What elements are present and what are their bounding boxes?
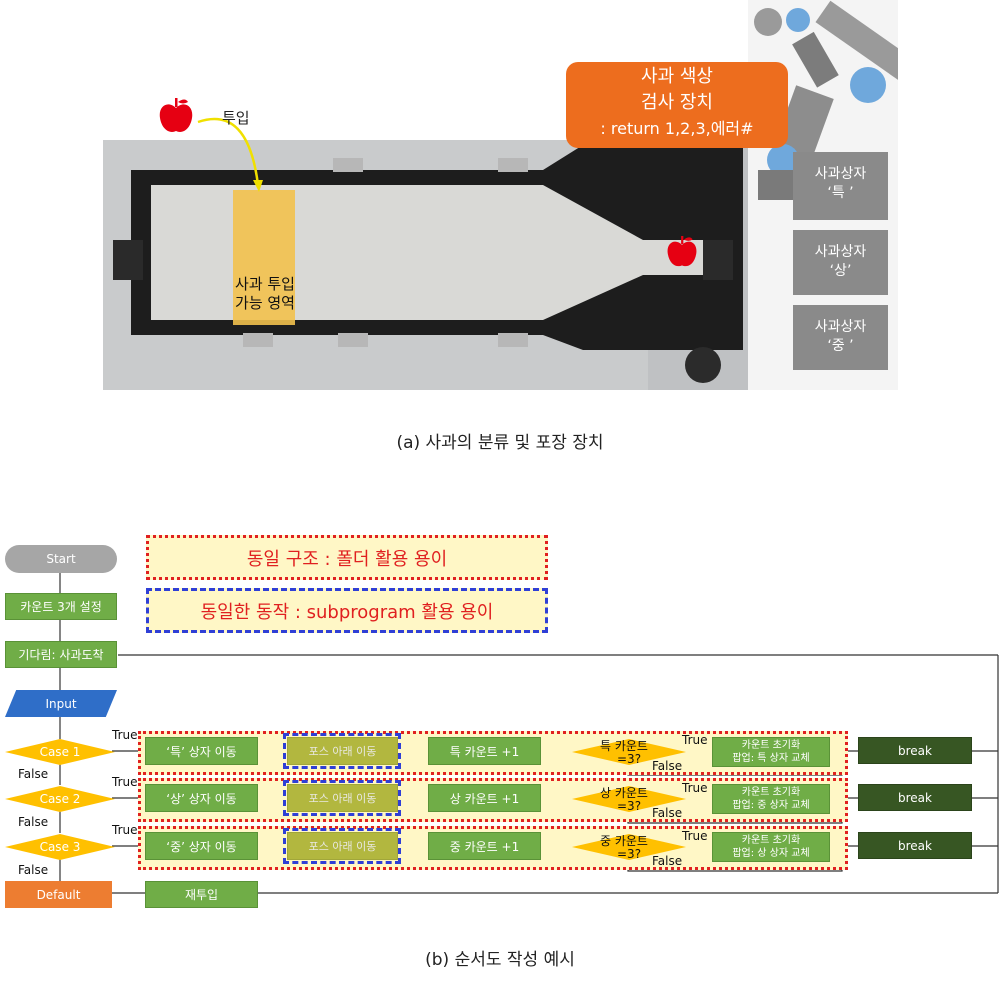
box1-line2: ‘특 ’ bbox=[827, 185, 854, 201]
case3-check-line2: =3? bbox=[617, 847, 642, 861]
box2-line1: 사과상자 bbox=[814, 244, 867, 260]
case1-true-label: True bbox=[112, 728, 138, 742]
case1-check-line1: 특 카운트 bbox=[600, 739, 648, 753]
note-subprogram: 동일한 동작 : subprogram 활용 용이 bbox=[200, 602, 494, 623]
case2-reset-line1: 카운트 초기화 bbox=[741, 787, 801, 798]
case3-true-label: True bbox=[112, 823, 138, 837]
case3-subprogram-box bbox=[283, 828, 401, 864]
case2-down: 포스 아래 이동 bbox=[287, 784, 398, 812]
case1-subprogram-box bbox=[283, 733, 401, 769]
case1-check-true: True bbox=[682, 733, 708, 747]
case3-check-false: False bbox=[652, 854, 683, 868]
inspector-line3: : return 1,2,3,에러# bbox=[600, 119, 754, 138]
case2-subprogram-box bbox=[283, 780, 401, 816]
wait-node: 기다림: 사과도착 bbox=[5, 641, 117, 668]
case2-false-label: False bbox=[18, 815, 49, 829]
case2-reset-line2: 팝업: 중 상자 교체 bbox=[732, 800, 810, 811]
case3-reset: 카운트 초기화 팝업: 상 상자 교체 bbox=[712, 832, 830, 862]
case1-reset-line2: 팝업: 특 상자 교체 bbox=[732, 753, 810, 764]
case3-reset-line2: 팝업: 상 상자 교체 bbox=[732, 848, 810, 859]
init-node: 카운트 3개 설정 bbox=[5, 593, 117, 620]
apple-icon bbox=[666, 234, 698, 270]
case1-count: 특 카운트 +1 bbox=[428, 737, 541, 765]
input-node: Input bbox=[5, 690, 117, 717]
case2-check-line2: =3? bbox=[617, 799, 642, 813]
case1-check-line2: =3? bbox=[617, 752, 642, 766]
zone-label: 사과 투입 가능 영역 bbox=[225, 275, 305, 313]
zone-label-line1: 사과 투입 bbox=[235, 275, 295, 293]
zone-label-line2: 가능 영역 bbox=[235, 294, 295, 312]
case2-check-line1: 상 카운트 bbox=[600, 786, 648, 800]
case2-check-true: True bbox=[682, 781, 708, 795]
caption-b: (b) 순서도 작성 예시 bbox=[425, 950, 575, 970]
note-folder: 동일 구조 : 폴더 활용 용이 bbox=[246, 549, 448, 570]
case1-reset: 카운트 초기화 팝업: 특 상자 교체 bbox=[712, 737, 830, 767]
inspector-line2: 검사 장치 bbox=[641, 92, 713, 113]
case2-move: ‘상’ 상자 이동 bbox=[145, 784, 258, 812]
case3-check-line1: 중 카운트 bbox=[600, 834, 648, 848]
case1-false-label: False bbox=[18, 767, 49, 781]
sorting-device-photo bbox=[103, 0, 898, 390]
box-label-middle: 사과상자 ‘중 ’ bbox=[793, 318, 888, 356]
case1-down: 포스 아래 이동 bbox=[287, 737, 398, 765]
drop-zone bbox=[233, 190, 295, 325]
case2-count: 상 카운트 +1 bbox=[428, 784, 541, 812]
case3-break: break bbox=[858, 832, 972, 859]
drop-label: 투입 bbox=[222, 109, 250, 127]
inspector-callout: 사과 색상 검사 장치 : return 1,2,3,에러# bbox=[566, 64, 788, 142]
case1-move: ‘특’ 상자 이동 bbox=[145, 737, 258, 765]
case1-check-false: False bbox=[652, 759, 683, 773]
case3-false-label: False bbox=[18, 863, 49, 877]
caption-a: (a) 사과의 분류 및 포장 장치 bbox=[396, 433, 604, 453]
box3-line2: ‘중 ’ bbox=[827, 338, 854, 354]
case2-reset: 카운트 초기화 팝업: 중 상자 교체 bbox=[712, 784, 830, 814]
case2-check-false: False bbox=[652, 806, 683, 820]
box3-line1: 사과상자 bbox=[814, 319, 867, 335]
default-node: Default bbox=[5, 881, 112, 908]
inspector-line1: 사과 색상 bbox=[641, 66, 713, 87]
case3-move: ‘중’ 상자 이동 bbox=[145, 832, 258, 860]
apple-icon bbox=[158, 96, 194, 136]
note-folder-box bbox=[146, 535, 548, 580]
case2-true-label: True bbox=[112, 775, 138, 789]
box1-line1: 사과상자 bbox=[814, 166, 867, 182]
case3-reset-line1: 카운트 초기화 bbox=[741, 835, 801, 846]
case3-down: 포스 아래 이동 bbox=[287, 832, 398, 860]
case1-reset-line1: 카운트 초기화 bbox=[741, 740, 801, 751]
case2-break: break bbox=[858, 784, 972, 811]
retry-node: 재투입 bbox=[145, 881, 258, 908]
case3-check-true: True bbox=[682, 829, 708, 843]
box-label-special: 사과상자 ‘특 ’ bbox=[793, 165, 888, 203]
start-node: Start bbox=[5, 545, 117, 573]
note-subprogram-box bbox=[146, 588, 548, 633]
box2-line2: ‘상’ bbox=[829, 263, 852, 279]
case1-break: break bbox=[858, 737, 972, 764]
case3-count: 중 카운트 +1 bbox=[428, 832, 541, 860]
box-label-upper: 사과상자 ‘상’ bbox=[793, 243, 888, 281]
